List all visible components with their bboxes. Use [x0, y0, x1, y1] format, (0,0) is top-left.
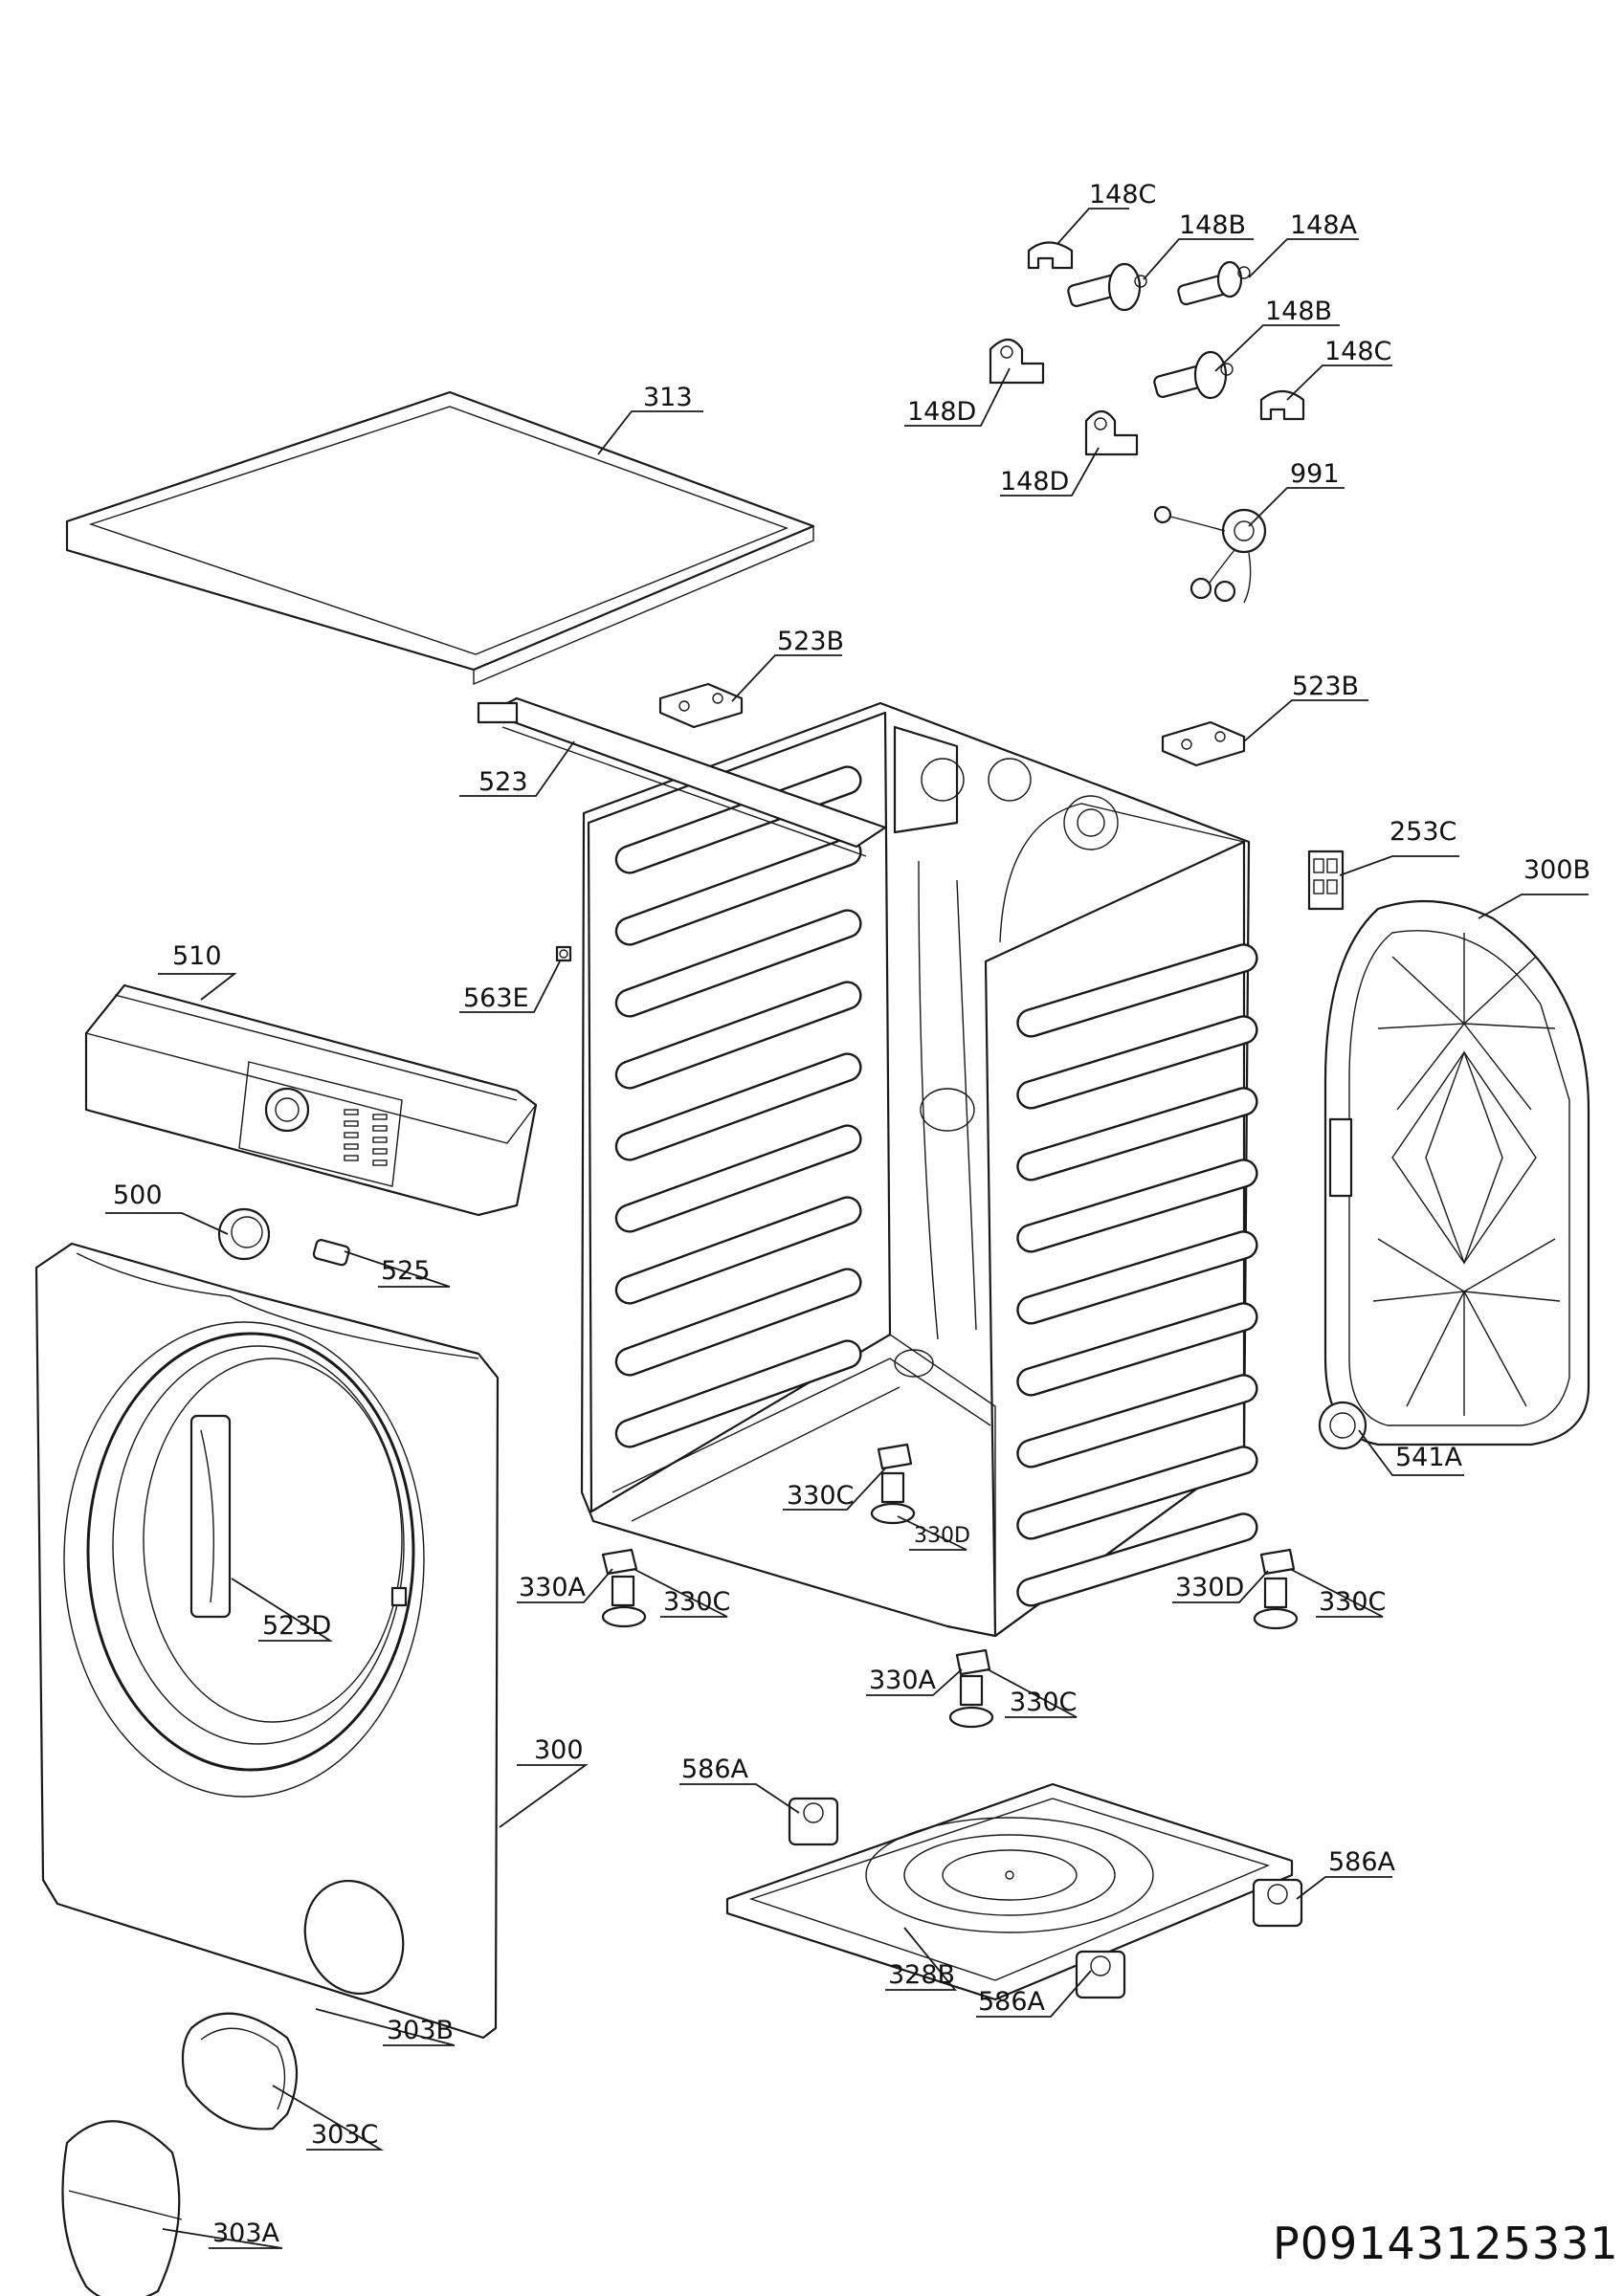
- callout-991: 991: [1290, 459, 1340, 489]
- callout-labels: 148C 148B 148A 148B 148C 148D 148D 991 3…: [113, 180, 1590, 2248]
- callout-330a-bottom: 330A: [869, 1666, 937, 1695]
- leveling-foot-bottom: [948, 1648, 994, 1729]
- callout-313: 313: [643, 383, 693, 412]
- callout-148c-mid: 148C: [1324, 337, 1391, 366]
- roller-bracket-148d-left: [989, 338, 1045, 385]
- callout-148a: 148A: [1290, 210, 1358, 240]
- callout-148c-top: 148C: [1089, 180, 1156, 210]
- filter-frame-303c: [181, 2012, 299, 2130]
- leader-lines: [105, 208, 1589, 2249]
- foot-586a-left: [788, 1797, 839, 1846]
- pump-cap-541a: [1318, 1401, 1367, 1450]
- leveling-foot-right: [1253, 1548, 1299, 1630]
- base-tray: [725, 1782, 1294, 2001]
- program-knob: [217, 1207, 271, 1261]
- callout-328b: 328B: [888, 1960, 955, 1990]
- callout-330d-center: 330D: [914, 1524, 970, 1548]
- bearing-clip-148c-mid: [1259, 389, 1305, 421]
- hinge-right: [1161, 720, 1246, 767]
- callout-148d-left: 148D: [907, 397, 976, 427]
- foot-586a-right: [1252, 1878, 1303, 1928]
- callout-330c-center: 330C: [787, 1481, 854, 1511]
- callout-330d-right: 330D: [1175, 1573, 1244, 1602]
- callout-303c: 303C: [311, 2120, 378, 2150]
- connector-253c: [1307, 850, 1345, 911]
- foot-586a-bottom: [1075, 1950, 1126, 1999]
- callout-303b: 303B: [387, 2016, 454, 2045]
- callout-300: 300: [534, 1735, 584, 1765]
- roller-shaft-148a: [1177, 260, 1251, 306]
- cabinet-frame: [580, 701, 1258, 1638]
- callout-523d: 523D: [262, 1611, 331, 1641]
- callout-523b-left: 523B: [777, 627, 844, 656]
- leveling-foot-center: [870, 1443, 916, 1525]
- callout-500: 500: [113, 1181, 163, 1210]
- callout-330c-bottom: 330C: [1010, 1688, 1077, 1717]
- callout-523b-right: 523B: [1292, 672, 1359, 701]
- drawing-number: P09143125331: [1273, 2218, 1619, 2269]
- callout-586a-right: 586A: [1328, 1847, 1396, 1877]
- control-panel-indicators: [344, 1109, 388, 1166]
- control-panel: [84, 983, 538, 1217]
- rear-panel-radial-ribs: [1372, 933, 1561, 1416]
- roller-shaft-148b-mid: [1153, 350, 1234, 400]
- rear-panel: [1323, 899, 1590, 1446]
- callout-300b: 300B: [1523, 855, 1590, 885]
- callout-330a-left: 330A: [519, 1573, 587, 1602]
- callout-148b-top: 148B: [1179, 210, 1246, 240]
- callout-303a: 303A: [212, 2219, 280, 2248]
- bearing-clip-148c-top: [1027, 241, 1074, 270]
- callout-148d-right: 148D: [1000, 467, 1069, 497]
- callout-586a-left: 586A: [681, 1755, 749, 1784]
- callout-586a-bottom: 586A: [978, 1987, 1046, 2017]
- screw-563e: [555, 945, 572, 962]
- wiring-harness-991: [1153, 505, 1267, 604]
- roller-bracket-148d-right: [1084, 409, 1139, 456]
- leveling-foot-left: [601, 1548, 647, 1628]
- filter-cover-303a: [61, 2120, 183, 2296]
- roller-shaft-148b-top: [1067, 262, 1147, 312]
- callout-523: 523: [478, 767, 528, 797]
- callout-510: 510: [172, 941, 222, 971]
- hinge-left: [658, 682, 744, 729]
- top-crossmember: [477, 696, 887, 857]
- callout-330c-right: 330C: [1319, 1587, 1386, 1617]
- top-lid: [65, 390, 815, 686]
- callout-541a: 541A: [1395, 1443, 1463, 1472]
- callout-253c: 253C: [1390, 817, 1456, 847]
- callout-148b-mid: 148B: [1265, 297, 1332, 326]
- callout-563e: 563E: [463, 983, 529, 1013]
- callout-525: 525: [381, 1256, 431, 1286]
- push-button: [312, 1239, 350, 1267]
- callout-330c-left: 330C: [663, 1587, 730, 1617]
